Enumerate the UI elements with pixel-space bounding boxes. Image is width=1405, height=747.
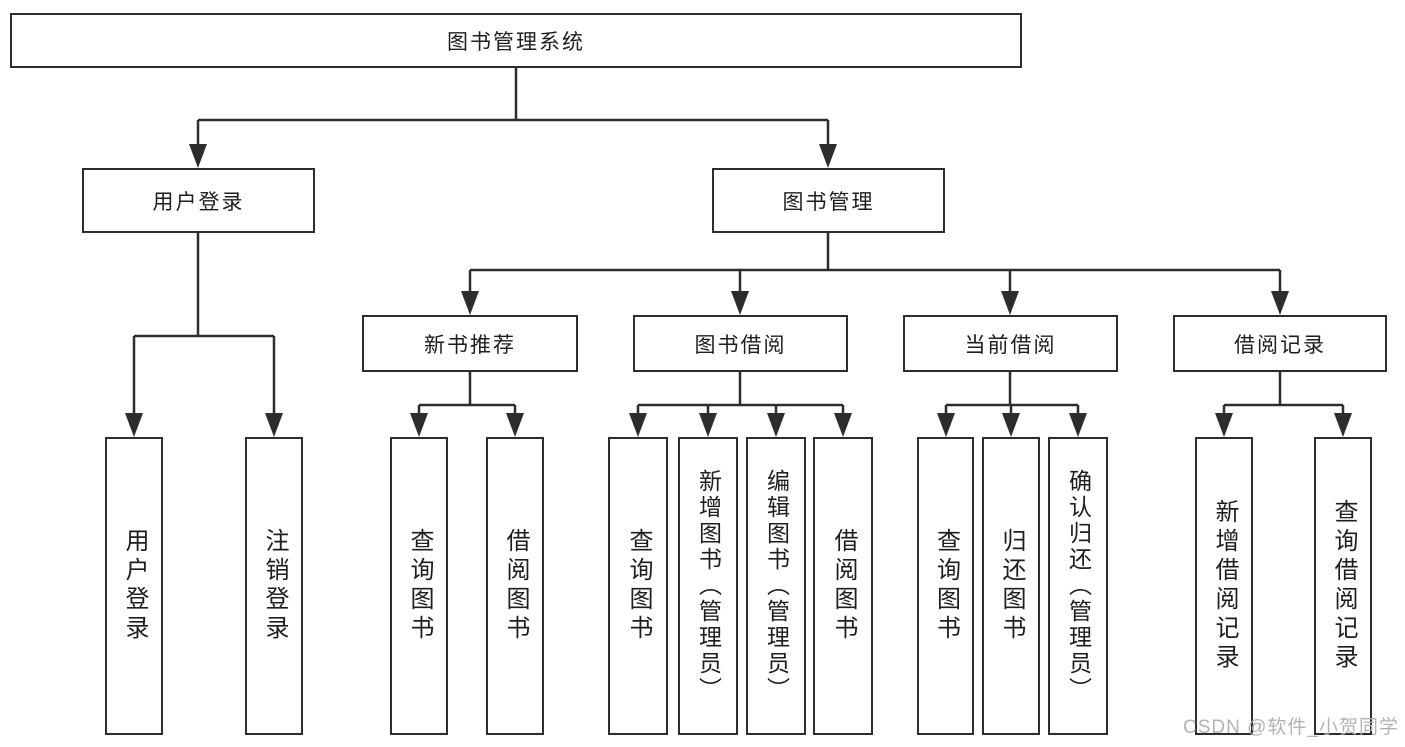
- leaf-user-login: 用户登录: [105, 437, 163, 735]
- leaf-borrow-books-2: 借阅图书: [813, 437, 873, 735]
- arrowheads: [125, 144, 1352, 437]
- node-current-borrow-label: 当前借阅: [964, 333, 1057, 357]
- leaf-borrow-books-1-label: 借阅图书: [502, 528, 529, 644]
- leaf-borrow-books-1: 借阅图书: [486, 437, 544, 735]
- node-library-system-label: 图书管理系统: [447, 30, 585, 54]
- node-borrow-records-label: 借阅记录: [1234, 333, 1326, 357]
- node-borrow-records: 借阅记录: [1173, 315, 1387, 372]
- leaf-user-login-label: 用户登录: [121, 528, 148, 644]
- leaf-add-borrow-record-label: 新增借阅记录: [1211, 499, 1238, 673]
- leaf-add-borrow-record: 新增借阅记录: [1195, 437, 1253, 735]
- leaf-add-book-admin-label: 新增图书（管理员）: [695, 469, 722, 703]
- leaf-query-books-3: 查询图书: [917, 437, 974, 735]
- leaf-query-borrow-record: 查询借阅记录: [1314, 437, 1372, 735]
- node-new-book-recommend-label: 新书推荐: [424, 333, 516, 357]
- leaf-confirm-return-admin-label: 确认归还（管理员）: [1065, 469, 1092, 703]
- node-book-borrow: 图书借阅: [633, 315, 848, 372]
- node-book-borrow-label: 图书借阅: [694, 333, 787, 357]
- leaf-query-books-1-label: 查询图书: [406, 528, 433, 644]
- leaf-confirm-return-admin: 确认归还（管理员）: [1048, 437, 1108, 735]
- leaf-logout: 注销登录: [245, 437, 303, 735]
- leaf-edit-book-admin: 编辑图书（管理员）: [746, 437, 806, 735]
- node-book-management-label: 图书管理: [782, 190, 875, 214]
- node-user-login: 用户登录: [82, 168, 315, 233]
- leaf-query-books-3-label: 查询图书: [932, 528, 960, 644]
- leaf-query-books-2-label: 查询图书: [625, 528, 652, 644]
- leaf-logout-label: 注销登录: [261, 528, 288, 644]
- leaf-query-books-2: 查询图书: [608, 437, 668, 735]
- csdn-watermark: CSDN @软件_小贺同学: [1183, 717, 1399, 738]
- leaf-query-borrow-record-label: 查询借阅记录: [1330, 499, 1357, 673]
- leaf-add-book-admin: 新增图书（管理员）: [678, 437, 738, 735]
- node-new-book-recommend: 新书推荐: [362, 315, 578, 372]
- leaf-query-books-1: 查询图书: [390, 437, 448, 735]
- leaf-edit-book-admin-label: 编辑图书（管理员）: [763, 469, 790, 703]
- leaf-return-book: 归还图书: [982, 437, 1040, 735]
- node-book-management: 图书管理: [712, 168, 945, 233]
- node-user-login-label: 用户登录: [152, 190, 245, 214]
- leaf-return-book-label: 归还图书: [998, 528, 1025, 644]
- node-library-system: 图书管理系统: [10, 13, 1022, 68]
- node-current-borrow: 当前借阅: [903, 315, 1118, 372]
- leaf-borrow-books-2-label: 借阅图书: [830, 528, 857, 644]
